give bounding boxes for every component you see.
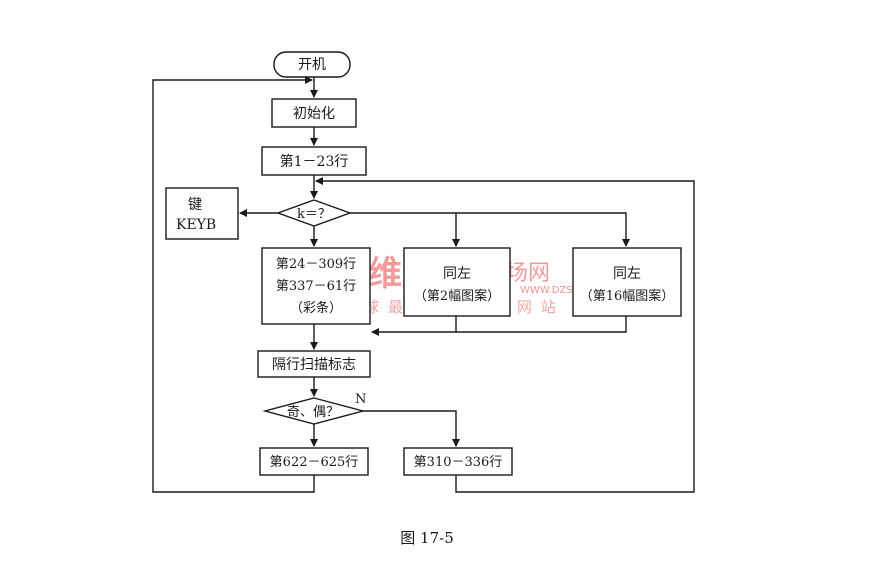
rows-622-625-box [259,447,369,476]
line-pattern16-merge [456,316,627,333]
init-label: 初始化 [293,105,335,122]
n-label: N [355,392,366,407]
colorbar-label-line2: 第337－61行 [276,279,356,294]
pattern16-label-line2: （第16幅图案） [580,289,675,304]
pattern-2-box [403,247,511,317]
pattern2-label-line2: （第2幅图案） [414,289,500,304]
loop-to-init [152,76,315,493]
start-label: 开机 [298,57,326,73]
rows-310-336-label: 第310－336行 [414,455,503,470]
pattern2-label-line1: 同左 [443,266,471,282]
colorbar-label-line1: 第24－309行 [276,257,356,272]
decision-k-label: k＝？ [297,207,331,222]
key-box [165,187,239,240]
pattern16-label-line1: 同左 [613,266,641,282]
rows-622-625-label: 第622－625行 [270,455,359,470]
arrow-decision-n [363,410,460,447]
watermark-url: WWW.DZSC.COM [520,285,606,296]
interlace-flag-box [257,350,371,378]
arrow-decision-branch16 [350,212,630,247]
loop-to-decision [315,177,695,493]
figure-caption: 图 17-5 [400,529,453,547]
arrow-pattern2-merge [371,316,457,336]
color-bar-box [261,247,371,325]
rows-310-336-box [403,447,513,476]
odd-even-label: 奇、偶？ [287,404,339,420]
key-label-line1: 键 [188,197,202,213]
interlace-flag-label: 隔行扫描标志 [272,357,356,373]
pattern-16-box [572,247,682,317]
rows-1-23-label: 第1－23行 [280,153,349,170]
key-label-line2: KEYB [176,217,216,233]
colorbar-label-line3: （彩条） [290,300,342,316]
